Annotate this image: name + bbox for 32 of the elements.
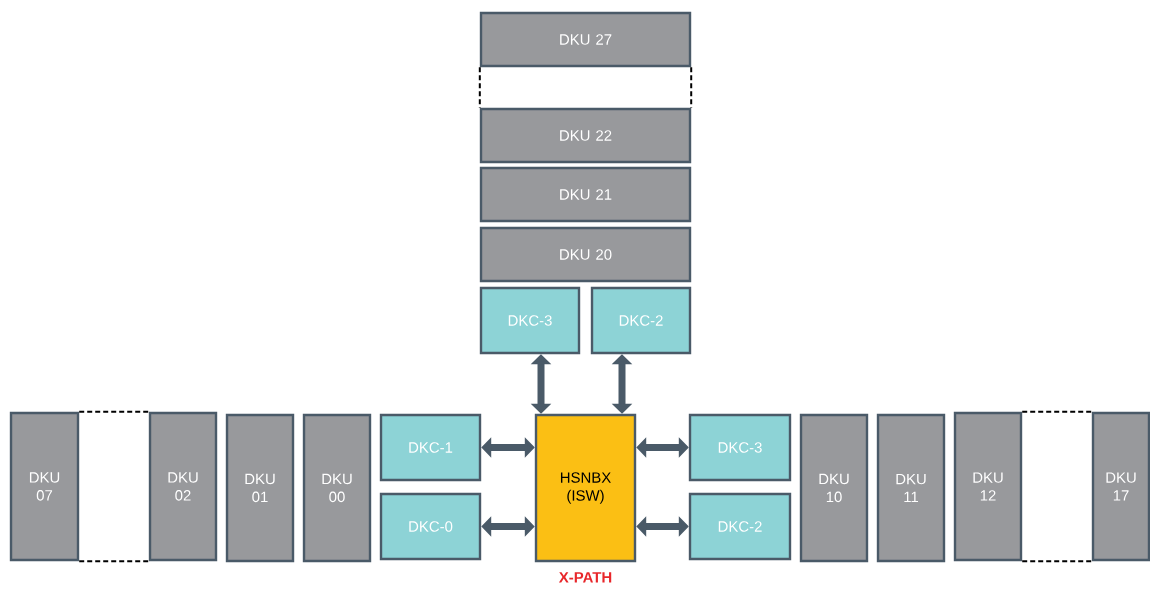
dkc-box: DKC-2	[688, 492, 792, 561]
dku-box: DKU 01	[225, 413, 295, 563]
dkc-box: DKC-3	[479, 286, 581, 355]
double-arrow	[636, 437, 689, 458]
double-arrow	[611, 354, 633, 414]
gap-line	[690, 66, 693, 109]
dku-box: DKU 21	[479, 166, 692, 223]
dku-box: DKU 11	[876, 413, 946, 563]
double-arrow	[530, 354, 552, 414]
dku-box: DKU 00	[302, 413, 372, 563]
double-arrow	[481, 437, 535, 458]
dku-box: DKU 22	[479, 107, 692, 164]
double-arrow	[636, 516, 689, 537]
gap-line	[478, 66, 481, 109]
dku-box: DKU 17	[1091, 411, 1150, 562]
dku-box: DKU 27	[479, 11, 692, 68]
gap-line	[78, 410, 150, 413]
gap-line	[78, 560, 150, 563]
dkc-box: DKC-3	[688, 413, 792, 482]
gap-line	[1021, 560, 1093, 563]
dkc-box: DKC-1	[379, 413, 482, 482]
dku-box: DKU 07	[9, 411, 80, 562]
switch-box: HSNBX (ISW)	[534, 413, 637, 563]
dkc-box: DKC-2	[590, 286, 692, 355]
gap-line	[1021, 410, 1093, 413]
dkc-box: DKC-0	[379, 492, 482, 561]
dku-box: DKU 20	[479, 226, 692, 283]
dku-box: DKU 02	[148, 411, 218, 562]
double-arrow	[481, 516, 535, 537]
path-label: X-PATH	[558, 572, 612, 583]
dku-box: DKU 10	[799, 413, 869, 563]
dku-box: DKU 12	[953, 411, 1023, 562]
